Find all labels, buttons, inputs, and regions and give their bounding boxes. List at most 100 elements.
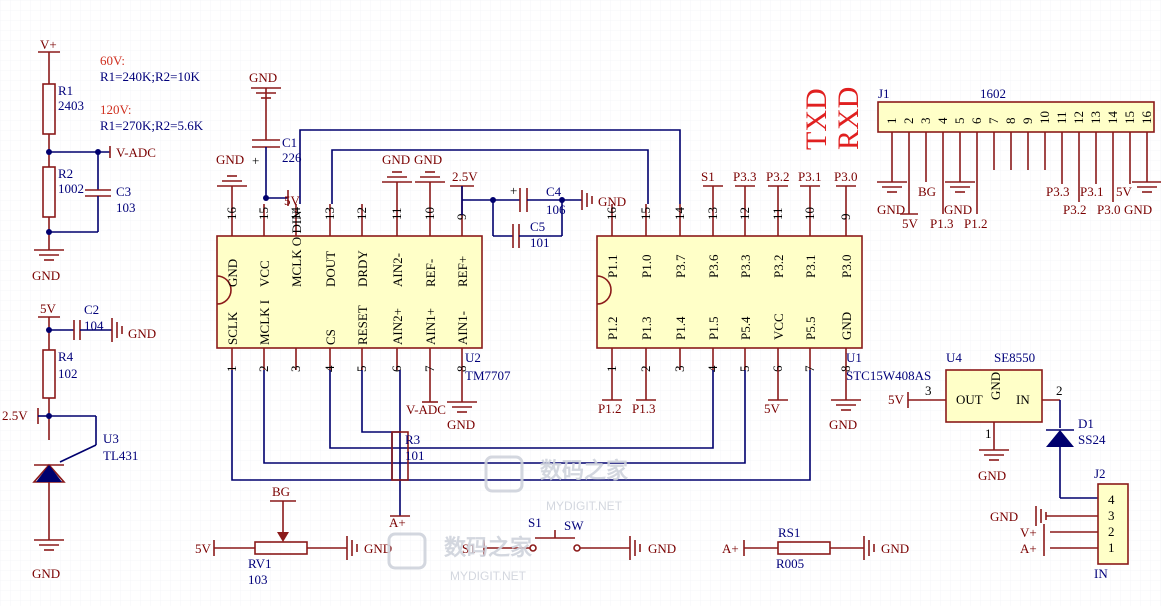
r3-val: 101 — [405, 448, 425, 463]
j1-pin-num: 5 — [952, 118, 967, 125]
note-120v-values: R1=270K;R2=5.6K — [100, 118, 204, 133]
u1-top-net: P3.1 — [798, 169, 821, 184]
gnd-u2-11: GND — [382, 152, 410, 167]
u1-pin-num-top: 16 — [604, 207, 619, 221]
u4-ref: U4 — [946, 350, 962, 365]
u1-pin-label: P5.5 — [803, 317, 818, 340]
net-bg-rv1: BG — [272, 484, 290, 499]
u2-pin-num-top: 12 — [354, 207, 369, 220]
u2-pin-label: VCC — [257, 260, 272, 287]
u2-pin-label: DOUT — [323, 251, 338, 287]
j1-net: P3.2 — [1063, 202, 1086, 217]
d1-val: SS24 — [1078, 432, 1106, 447]
j2-pin-num: 3 — [1108, 508, 1115, 523]
u1-pin-label: P1.5 — [706, 317, 721, 340]
c2-val: 104 — [84, 318, 104, 333]
divider-block: V+ V-ADC GND R1 2403 R2 1002 C3 103 — [32, 37, 156, 283]
u2-pin-label: AIN1- — [455, 311, 470, 345]
c4-val: 106 — [546, 202, 566, 217]
r3-ref: R3 — [405, 432, 420, 447]
u1-pin-label: P5.4 — [738, 316, 753, 340]
u1-pin-num-bottom: 7 — [802, 365, 817, 372]
j1-net: P3.1 — [1080, 184, 1103, 199]
u1-val: STC15W408AS — [846, 368, 931, 383]
j1-net: P3.3 — [1046, 184, 1069, 199]
rv1-block: 5V GND BG RV1 103 — [195, 484, 392, 587]
gnd-c2: GND — [128, 326, 156, 341]
u2-val: TM7707 — [465, 368, 511, 383]
c4-ref: C4 — [546, 184, 562, 199]
note-120v: 120V: — [100, 102, 132, 117]
r1-ref: R1 — [58, 83, 73, 98]
svg-text:+: + — [510, 183, 517, 198]
j2-pin-num: 1 — [1108, 540, 1115, 555]
u2-pin-label: CS — [323, 329, 338, 345]
u2-pin-num-top: 11 — [389, 207, 404, 220]
watermark-en: MYDIGIT.NET — [546, 499, 623, 513]
u1-pin-num-top: 10 — [802, 207, 817, 220]
j1-net: P3.0 — [1097, 202, 1120, 217]
j1-net: GND — [944, 202, 972, 217]
u2-pin-num-top: 15 — [256, 207, 271, 220]
u1-pin-label: P1.3 — [639, 317, 654, 340]
u1-bottom-net: 5V — [764, 401, 781, 416]
rv1-val: 103 — [248, 572, 268, 587]
u2-pin-num-bottom: 3 — [288, 366, 303, 373]
svg-text:2: 2 — [1056, 383, 1063, 398]
gnd-c4: GND — [598, 194, 626, 209]
j1-pin-num: 7 — [986, 117, 1001, 124]
u1-pin-num-top: 12 — [737, 207, 752, 220]
j1-pin-num: 9 — [1020, 118, 1035, 125]
j1-net: 5V — [902, 216, 919, 231]
c5-val: 101 — [530, 235, 550, 250]
rv1-ref: RV1 — [248, 556, 272, 571]
u2-pin-num-top: 14 — [288, 207, 303, 221]
u1-bottom-net: P1.3 — [632, 401, 655, 416]
gnd-u1-8: GND — [829, 417, 857, 432]
u4-pin-out: OUT — [956, 392, 983, 407]
r2-ref: R2 — [58, 166, 73, 181]
net-5v-rv1: 5V — [195, 541, 212, 556]
u2-pin-num-bottom: 1 — [224, 366, 239, 373]
u2-pin-label: MCLK I — [257, 300, 272, 345]
u2-pin-num-bottom: 2 — [256, 366, 271, 373]
u2-pin-label: AIN2+ — [390, 308, 405, 345]
j1-net: GND — [1124, 202, 1152, 217]
u2-pin-label: RESET — [355, 305, 370, 345]
u1-pin-label: P1.4 — [673, 316, 688, 340]
watermark-cn: 数码之家 — [540, 458, 629, 483]
j2-ref: J2 — [1094, 466, 1106, 481]
u1-pin-num-top: 14 — [672, 207, 687, 221]
r2-val: 1002 — [58, 181, 84, 196]
gnd-s1: GND — [648, 541, 676, 556]
r4-val: 102 — [58, 366, 78, 381]
u1-bottom-net: P1.2 — [598, 401, 621, 416]
u1-top-net: P3.3 — [733, 169, 756, 184]
j1-pin-num: 8 — [1003, 118, 1018, 125]
c4-c5-block: 2.5V + GND C4 106 C5 101 — [450, 169, 626, 250]
r1-val: 2403 — [58, 98, 84, 113]
u1-pin-num-top: 15 — [638, 207, 653, 220]
u3-val: TL431 — [103, 448, 138, 463]
u2-pin-num-top: 9 — [454, 214, 469, 221]
u2-pin-label: AIN2- — [390, 253, 405, 287]
j1-pin-num: 2 — [901, 118, 916, 125]
u2-pin-label: REF+ — [455, 256, 470, 287]
gnd-rv1: GND — [364, 541, 392, 556]
net-vadc: V-ADC — [116, 145, 156, 160]
gnd-u2-8: GND — [447, 417, 475, 432]
u1-pin-num-top: 11 — [770, 207, 785, 220]
reference-block: 5V GND C2 104 R4 102 2.5V GND U3 TL431 — [2, 301, 156, 581]
u1-pin-label: P3.0 — [839, 255, 854, 278]
u2-pin-label: MCLK O DIN — [289, 210, 304, 287]
u1-pin-label: P3.1 — [803, 255, 818, 278]
rs1-val: R005 — [776, 556, 804, 571]
r4-ref: R4 — [58, 349, 74, 364]
u2-pin-num-bottom: 5 — [354, 366, 369, 373]
j1-net: 5V — [1116, 184, 1133, 199]
watermark-cn-2: 数码之家 — [444, 535, 533, 560]
u2-pin-num-bottom: 8 — [454, 366, 469, 373]
u2-pin-num-bottom: 4 — [322, 365, 337, 372]
